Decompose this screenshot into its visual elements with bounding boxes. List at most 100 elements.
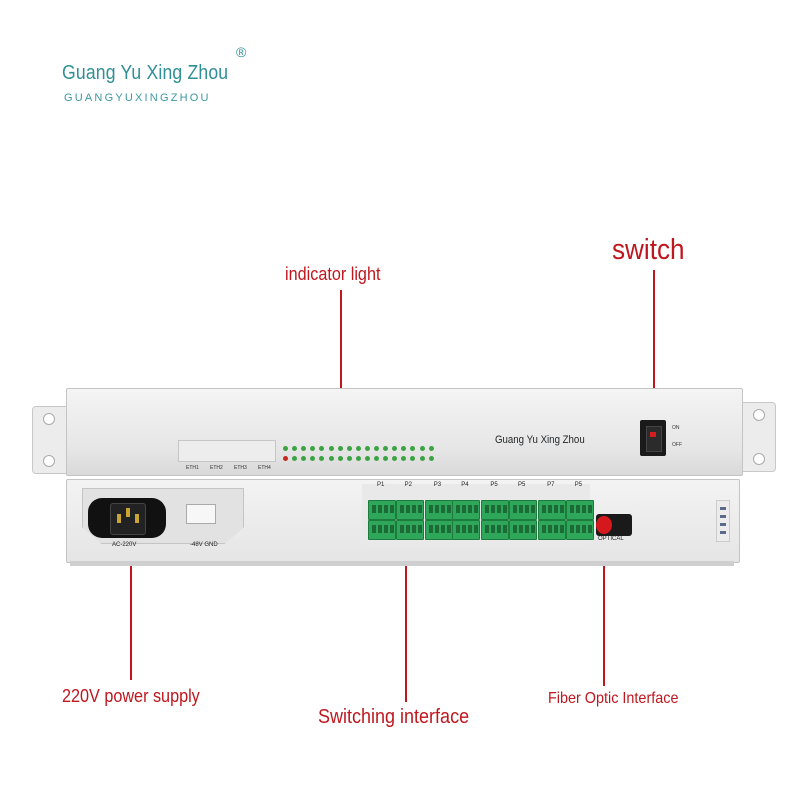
terminal-slot xyxy=(525,525,529,533)
indicator-led xyxy=(337,446,343,451)
indicator-led xyxy=(328,456,334,461)
terminal-slot xyxy=(417,505,422,513)
indicator-led xyxy=(328,446,334,451)
terminal-slot xyxy=(405,505,410,513)
fiber-port[interactable] xyxy=(596,516,612,534)
terminal-connector[interactable] xyxy=(481,500,510,520)
terminal-slot xyxy=(390,525,394,533)
terminal-slot xyxy=(474,525,479,533)
terminal-slot xyxy=(513,505,517,513)
front-rack-ear-right xyxy=(738,402,776,472)
terminal-connector[interactable] xyxy=(395,520,424,540)
terminal-slot xyxy=(503,525,508,533)
front-brand-label: Guang Yu Xing Zhou xyxy=(495,434,585,446)
indicator-led xyxy=(346,446,352,451)
port-label: P4 xyxy=(461,482,469,488)
indicator-led xyxy=(355,456,361,461)
terminal-connector[interactable] xyxy=(565,500,594,520)
terminal-connector[interactable] xyxy=(452,520,481,540)
terminal-connector[interactable] xyxy=(565,520,594,540)
indicator-led xyxy=(410,446,416,451)
terminal-slot xyxy=(372,505,376,513)
indicator-led xyxy=(401,446,407,451)
strip-mark xyxy=(720,507,726,510)
terminal-slot xyxy=(581,505,586,513)
terminal-slot xyxy=(468,525,473,533)
terminal-connector[interactable] xyxy=(538,500,567,520)
terminal-slot xyxy=(531,505,535,513)
callout-indicator-light: indicator light xyxy=(285,264,381,284)
terminal-connector[interactable] xyxy=(452,500,481,520)
port-label: P5 xyxy=(490,482,498,488)
terminal-connector[interactable] xyxy=(395,500,424,520)
indicator-led xyxy=(319,456,325,461)
terminal-connector[interactable] xyxy=(424,520,453,540)
switch-on-label: ON xyxy=(672,425,680,431)
switch-off-label: OFF xyxy=(672,442,682,448)
terminal-slot xyxy=(405,525,410,533)
indicator-led xyxy=(383,446,389,451)
port-label: P7 xyxy=(547,482,555,488)
terminal-slot xyxy=(474,505,479,513)
terminal-slot xyxy=(569,505,574,513)
strip-mark xyxy=(720,523,726,526)
terminal-slot xyxy=(575,525,580,533)
strip-mark xyxy=(720,515,726,518)
terminal-connector[interactable] xyxy=(509,500,537,520)
terminal-slot xyxy=(497,525,502,533)
power-switch[interactable] xyxy=(646,426,662,452)
registered-mark: ® xyxy=(236,44,247,60)
rear-base xyxy=(70,561,734,566)
terminal-slot xyxy=(456,505,461,513)
terminal-slot xyxy=(446,525,451,533)
port-label: P1 xyxy=(377,482,385,488)
eth-label: ETH3 xyxy=(234,465,247,471)
terminal-slot xyxy=(554,505,559,513)
port-label: P5 xyxy=(518,482,526,488)
indicator-led xyxy=(310,446,316,451)
logo-sub-text: GUANGYUXINGZHOU xyxy=(64,92,211,104)
dc-label: -48V GND xyxy=(190,542,218,548)
indicator-led xyxy=(364,456,370,461)
indicator-led xyxy=(292,446,298,451)
terminal-slot xyxy=(384,525,388,533)
indicator-led xyxy=(392,446,398,451)
indicator-led xyxy=(337,456,343,461)
terminal-slot xyxy=(519,505,523,513)
terminal-slot xyxy=(525,505,529,513)
indicator-led xyxy=(401,456,407,461)
port-label: P3 xyxy=(433,482,442,488)
side-label-strip xyxy=(716,500,730,542)
terminal-slot xyxy=(542,505,547,513)
mount-hole xyxy=(753,453,765,465)
front-rack-ear-left xyxy=(32,406,70,474)
terminal-slot xyxy=(384,505,388,513)
eth-window xyxy=(178,440,276,462)
indicator-led xyxy=(364,446,370,451)
terminal-slot xyxy=(575,505,580,513)
terminal-slot xyxy=(519,525,523,533)
switch-indicator-icon xyxy=(650,432,656,437)
terminal-slot xyxy=(372,525,376,533)
indicator-led xyxy=(301,456,307,461)
pin xyxy=(126,508,130,517)
indicator-led xyxy=(301,446,307,451)
terminal-connector[interactable] xyxy=(509,520,537,540)
terminal-slot xyxy=(485,505,490,513)
indicator-led xyxy=(355,446,361,451)
indicator-led xyxy=(428,446,434,451)
indicator-led xyxy=(383,456,389,461)
terminal-slot xyxy=(542,525,547,533)
callout-line-switching xyxy=(405,546,407,702)
terminal-connector[interactable] xyxy=(538,520,567,540)
pin xyxy=(135,514,139,523)
pin xyxy=(117,514,121,523)
terminal-slot xyxy=(560,525,565,533)
terminal-connector[interactable] xyxy=(368,500,396,520)
indicator-led xyxy=(392,456,398,461)
terminal-connector[interactable] xyxy=(481,520,510,540)
terminal-connector[interactable] xyxy=(368,520,396,540)
terminal-slot xyxy=(581,525,586,533)
terminal-connector[interactable] xyxy=(424,500,453,520)
terminal-slot xyxy=(569,525,574,533)
